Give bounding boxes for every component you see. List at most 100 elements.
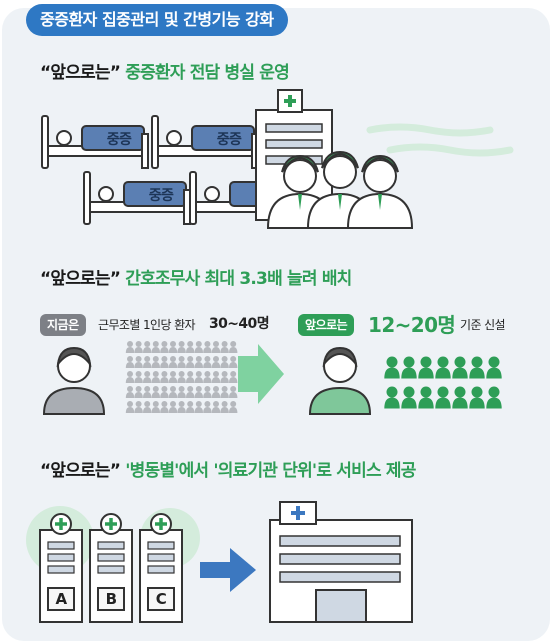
patient-icon: [127, 386, 133, 392]
patient-icon: [221, 341, 228, 347]
hospital-nurses-illustration: [255, 89, 414, 229]
patient-body: [160, 377, 169, 383]
patient-icon: [135, 371, 142, 377]
patient-icon: [204, 356, 211, 362]
patient-body: [229, 377, 238, 383]
patient-icon: [144, 371, 151, 377]
patient-body: [134, 362, 143, 368]
section3-highlight: '병동별'에서 '의료기관 단위'로 서비스 제공: [125, 461, 416, 481]
patient-icon: [170, 371, 176, 377]
patient-body: [211, 392, 221, 398]
patient-icon: [170, 386, 176, 392]
patient-icon: [420, 386, 432, 398]
patient-icon: [195, 341, 202, 347]
now-badge: 지금은: [40, 314, 86, 336]
patient-icon: [195, 371, 202, 377]
patient-body: [186, 407, 195, 413]
patient-body: [469, 397, 485, 409]
patient-body: [220, 347, 229, 353]
future-badge: 앞으로는: [298, 314, 355, 336]
patient-body: [203, 377, 212, 383]
section2-heading: “앞으로는” 간호조무사 최대 3.3배 늘려 배치: [40, 264, 352, 289]
section3-heading: “앞으로는” '병동별'에서 '의료기관 단위'로 서비스 제공: [40, 456, 416, 481]
small-hospital-icon: [39, 513, 83, 623]
small-hospital-icon: [139, 513, 183, 623]
patient-body: [452, 367, 468, 379]
decorative-waves: [366, 123, 514, 157]
patient-body: [177, 362, 186, 368]
staffing-comparison-illustration: [42, 341, 502, 415]
patient-body: [401, 397, 417, 409]
patient-icon: [187, 401, 194, 407]
patients-crowd-green: [384, 356, 502, 409]
patient-body: [134, 347, 143, 353]
patient-icon: [471, 386, 483, 398]
patient-icon: [230, 356, 237, 362]
patient-icon: [213, 356, 219, 362]
patient-icon: [221, 401, 228, 407]
hospital-integration-illustration: [26, 501, 413, 623]
patient-icon: [195, 386, 202, 392]
patient-icon: [230, 341, 237, 347]
patient-icon: [386, 386, 398, 398]
patient-icon: [144, 401, 151, 407]
patient-body: [168, 377, 178, 383]
patient-icon: [127, 401, 133, 407]
patient-body: [384, 367, 400, 379]
section1-heading: “앞으로는” 중증환자 전담 병실 운영: [40, 58, 290, 83]
patient-body: [151, 392, 160, 398]
patient-body: [160, 347, 169, 353]
patient-body: [203, 347, 212, 353]
patient-body: [160, 362, 169, 368]
patient-icon: [454, 386, 466, 398]
patient-body: [220, 362, 229, 368]
patient-body: [186, 347, 195, 353]
patient-body: [177, 392, 186, 398]
patient-body: [211, 377, 221, 383]
person-icon: [42, 346, 106, 415]
patient-icon: [213, 386, 219, 392]
patient-body: [151, 407, 160, 413]
patient-body: [134, 392, 143, 398]
patient-body: [134, 407, 143, 413]
patient-body: [194, 407, 203, 413]
patient-icon: [161, 356, 168, 362]
arrow-right-icon: [200, 548, 256, 592]
patient-icon: [213, 371, 219, 377]
patient-icon: [230, 386, 237, 392]
large-hospital-icon: [269, 501, 413, 623]
patient-icon: [386, 356, 398, 368]
patient-body: [125, 347, 135, 353]
patient-icon: [187, 341, 194, 347]
bed-label: 중증: [216, 132, 242, 148]
patient-icon: [127, 356, 133, 362]
patient-body: [151, 362, 160, 368]
patient-body: [229, 392, 238, 398]
patient-icon: [488, 386, 500, 398]
patient-body: [134, 377, 143, 383]
patient-icon: [454, 356, 466, 368]
title-tab: 중증환자 집중관리 및 간병기능 강화: [26, 4, 288, 36]
patient-icon: [135, 386, 142, 392]
patient-body: [186, 392, 195, 398]
patient-body: [229, 362, 238, 368]
patient-body: [125, 392, 135, 398]
patient-icon: [204, 371, 211, 377]
future-value: 12~20명: [368, 313, 456, 337]
patient-body: [151, 377, 160, 383]
small-hospital-icon: [89, 513, 133, 623]
patient-body: [177, 347, 186, 353]
patient-body: [469, 367, 485, 379]
patient-icon: [152, 356, 159, 362]
patient-icon: [161, 401, 168, 407]
patient-icon: [135, 341, 142, 347]
patient-body: [486, 397, 502, 409]
patient-icon: [213, 341, 219, 347]
patient-icon: [170, 341, 176, 347]
patient-body: [220, 377, 229, 383]
patient-body: [125, 362, 135, 368]
patient-icon: [144, 356, 151, 362]
patient-icon: [488, 356, 500, 368]
bed-label: 중증: [106, 132, 132, 148]
patient-icon: [187, 356, 194, 362]
